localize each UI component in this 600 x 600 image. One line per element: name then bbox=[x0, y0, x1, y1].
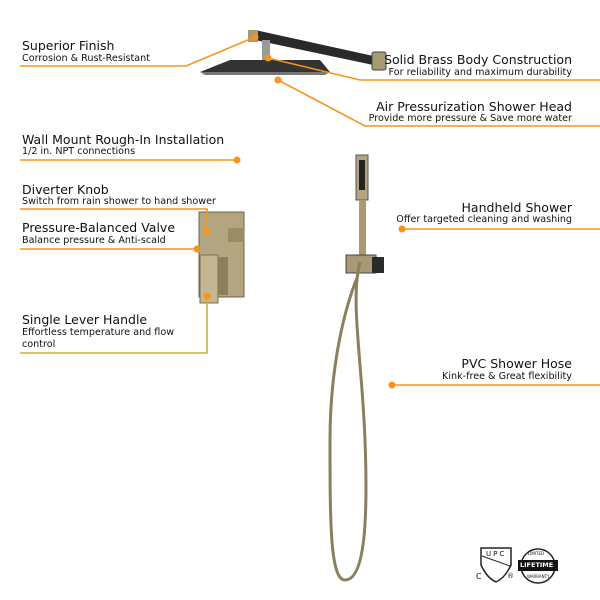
callout-title: Diverter Knob bbox=[22, 182, 109, 197]
callout-title: Air Pressurization Shower Head bbox=[376, 99, 572, 114]
callout-title: Superior Finish bbox=[22, 38, 115, 53]
callout-title: Handheld Shower bbox=[461, 200, 572, 215]
callout-subtitle: Offer targeted cleaning and washing bbox=[396, 214, 572, 225]
callout-subtitle: Effortless temperature and flow bbox=[22, 327, 175, 338]
upc-label: UPC bbox=[486, 550, 507, 558]
handheld-shower bbox=[345, 154, 384, 274]
upc-badge bbox=[480, 547, 512, 583]
warranty-top: LIMITED bbox=[528, 551, 545, 556]
warranty-main: LIFETIME bbox=[520, 561, 554, 569]
callout-subtitle: Kink-free & Great flexibility bbox=[442, 371, 572, 382]
callout-lines bbox=[20, 36, 600, 386]
valve-trim bbox=[198, 211, 245, 304]
lifetime-warranty-badge bbox=[518, 548, 558, 584]
upc-registered: ® bbox=[507, 572, 514, 580]
callout-dots bbox=[193, 33, 406, 389]
callout-subtitle: Provide more pressure & Save more water bbox=[368, 113, 572, 124]
warranty-bottom: WARRANTY bbox=[527, 574, 550, 579]
callout-subtitle: Switch from rain shower to hand shower bbox=[22, 196, 216, 207]
callout-subtitle: Balance pressure & Anti-scald bbox=[22, 235, 166, 246]
callout-title: Wall Mount Rough-In Installation bbox=[22, 132, 225, 147]
shower-head bbox=[200, 60, 330, 75]
callout-title: Single Lever Handle bbox=[22, 312, 148, 327]
upc-c: C bbox=[476, 572, 482, 581]
callout-subtitle: 1/2 in. NPT connections bbox=[22, 146, 136, 157]
callout-title: PVC Shower Hose bbox=[461, 356, 572, 371]
callout-subtitle: Corrosion & Rust-Resistant bbox=[22, 53, 150, 64]
callout-subtitle: control bbox=[22, 339, 56, 350]
callout-title: Solid Brass Body Construction bbox=[384, 52, 572, 67]
callout-subtitle: For reliability and maximum durability bbox=[388, 67, 572, 78]
callout-title: Pressure-Balanced Valve bbox=[22, 220, 176, 235]
shower-hose bbox=[328, 261, 368, 582]
